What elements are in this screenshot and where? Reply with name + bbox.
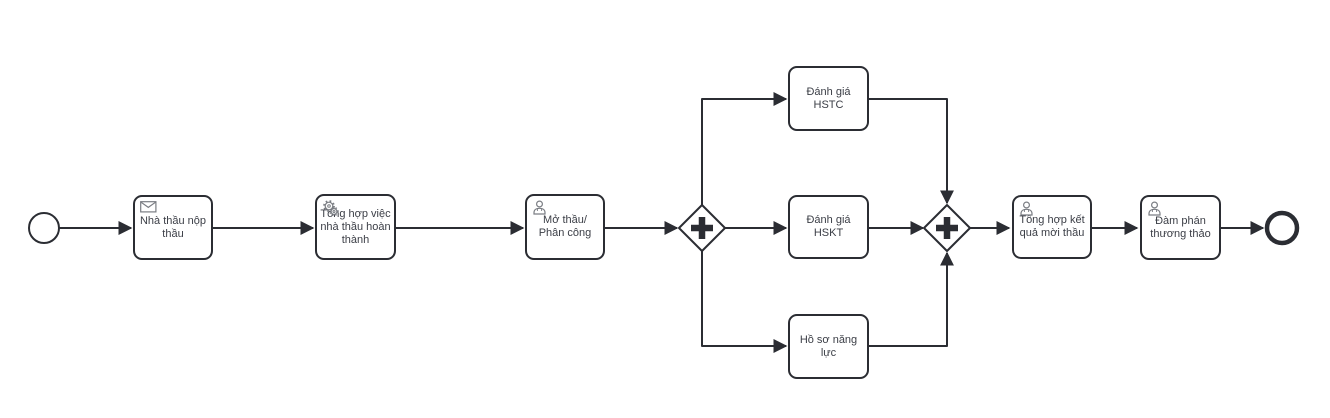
task-label: Đánh giá HSTC (806, 85, 851, 111)
user-icon (1019, 201, 1034, 216)
sequence-flow (869, 251, 954, 347)
task-capacity-profile[interactable]: Hồ sơ năng lực (788, 314, 869, 379)
message-icon (140, 201, 157, 213)
task-label: Tổng hợp kết quả mời thầu (1019, 214, 1085, 239)
task-label: Đánh giá HSKT (806, 214, 851, 239)
plus-icon (936, 217, 958, 239)
user-icon (1147, 201, 1162, 216)
user-icon (532, 200, 547, 215)
task-negotiate[interactable]: Đàm phán thương thảo (1140, 195, 1221, 260)
task-eval-hstc[interactable]: Đánh giá HSTC (788, 66, 869, 131)
service-gears-icon (322, 200, 340, 217)
sequence-flow (869, 98, 954, 205)
task-label: Hồ sơ năng lực (799, 333, 858, 359)
plus-icon (691, 217, 713, 239)
start-event[interactable] (28, 212, 60, 244)
parallel-gateway-join[interactable] (923, 204, 971, 252)
task-label: Mở thầu/ Phân công (538, 214, 592, 239)
sequence-flow (701, 251, 788, 353)
sequence-flow (701, 92, 788, 205)
task-submit-bid[interactable]: Nhà thầu nộp thầu (133, 195, 213, 260)
task-label: Nhà thầu nộp thầu (139, 214, 207, 240)
task-eval-hskt[interactable]: Đánh giá HSKT (788, 195, 869, 259)
task-label: Tổng hợp việc nhà thầu hoàn thành (320, 207, 391, 246)
task-aggregate-done[interactable]: Tổng hợp việc nhà thầu hoàn thành (315, 194, 396, 260)
task-aggregate-results[interactable]: Tổng hợp kết quả mời thầu (1012, 195, 1092, 259)
parallel-gateway-split[interactable] (678, 204, 726, 252)
task-label: Đàm phán thương thảo (1150, 214, 1211, 240)
task-open-bid[interactable]: Mở thầu/ Phân công (525, 194, 605, 260)
end-event[interactable] (1264, 210, 1300, 246)
